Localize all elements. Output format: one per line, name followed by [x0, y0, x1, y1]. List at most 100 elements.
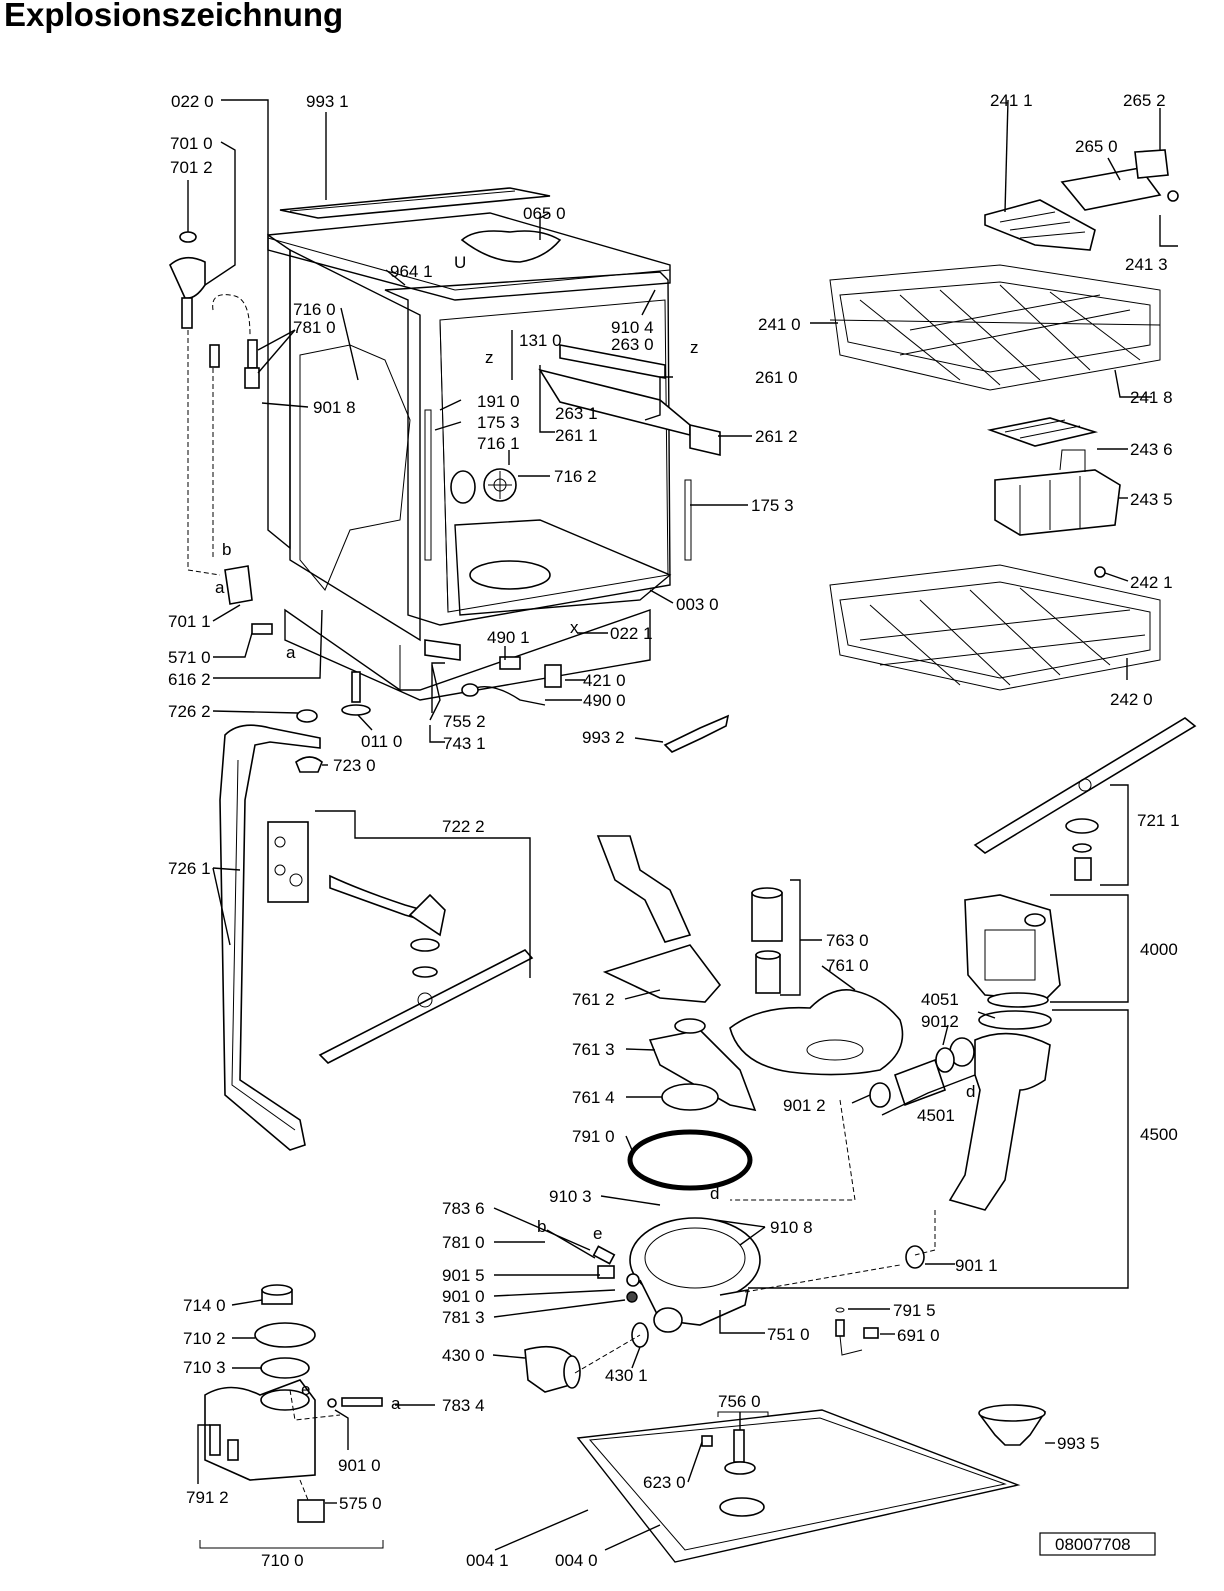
label-901-2: 901 2: [783, 1096, 826, 1115]
label-791-0: 791 0: [572, 1127, 615, 1146]
label-714-0: 714 0: [183, 1296, 226, 1315]
label-781-0: 781 0: [293, 318, 336, 337]
label-421-0: 421 0: [583, 671, 626, 690]
label-265-2: 265 2: [1123, 91, 1166, 110]
marker-d1: d: [710, 1184, 719, 1203]
connection-markers: z z x U a a a b b d d e e: [215, 253, 975, 1413]
label-723-0: 723 0: [333, 756, 376, 775]
label-575-0: 575 0: [339, 1494, 382, 1513]
label-011-0: 011 0: [361, 732, 402, 751]
label-993-5: 993 5: [1057, 1434, 1100, 1453]
label-710-3: 710 3: [183, 1358, 226, 1377]
label-761-2: 761 2: [572, 990, 615, 1009]
label-241-0: 241 0: [758, 315, 801, 334]
label-710-2: 710 2: [183, 1329, 226, 1348]
label-261-0: 261 0: [755, 368, 798, 387]
marker-a1: a: [215, 578, 225, 597]
marker-x: x: [570, 618, 579, 637]
label-4501: 4501: [917, 1106, 955, 1125]
label-701-1: 701 1: [168, 612, 211, 631]
page-title: Explosionszeichnung: [4, 0, 344, 33]
label-263-1: 263 1: [555, 404, 598, 423]
label-722-2: 722 2: [442, 817, 485, 836]
label-9012a: 9012: [921, 1012, 959, 1031]
label-783-6: 783 6: [442, 1199, 485, 1218]
label-243-5: 243 5: [1130, 490, 1173, 509]
label-763-0: 763 0: [826, 931, 869, 950]
label-265-0: 265 0: [1075, 137, 1118, 156]
label-004-1: 004 1: [466, 1551, 509, 1570]
marker-z1: z: [485, 348, 494, 367]
label-430-0: 430 0: [442, 1346, 485, 1365]
label-743-1: 743 1: [443, 734, 486, 753]
label-701-0: 701 0: [170, 134, 213, 153]
label-241-8: 241 8: [1130, 388, 1173, 407]
label-716-2: 716 2: [554, 467, 597, 486]
label-242-0: 242 0: [1110, 690, 1153, 709]
label-241-1: 241 1: [990, 91, 1033, 110]
label-175-3b: 175 3: [751, 496, 794, 515]
marker-d2: d: [966, 1082, 975, 1101]
label-022-0: 022 0: [171, 92, 214, 111]
label-901-8: 901 8: [313, 398, 356, 417]
label-490-1: 490 1: [487, 628, 530, 647]
label-751-0: 751 0: [767, 1325, 810, 1344]
label-721-1: 721 1: [1137, 811, 1180, 830]
label-756-0: 756 0: [718, 1392, 761, 1411]
label-241-3: 241 3: [1125, 255, 1168, 274]
label-261-1: 261 1: [555, 426, 598, 445]
label-003-0: 003 0: [676, 595, 719, 614]
label-065-0: 065 0: [523, 204, 566, 223]
label-726-2: 726 2: [168, 702, 211, 721]
racks-drawing: [829, 149, 1179, 691]
label-964-1: 964 1: [390, 262, 433, 281]
marker-b1: b: [222, 540, 231, 559]
label-761-0: 761 0: [826, 956, 869, 975]
label-243-6: 243 6: [1130, 440, 1173, 459]
label-571-0: 571 0: [168, 648, 211, 667]
label-716-1: 716 1: [477, 434, 520, 453]
label-4500: 4500: [1140, 1125, 1178, 1144]
label-430-1: 430 1: [605, 1366, 648, 1385]
label-791-5: 791 5: [893, 1301, 936, 1320]
label-191-0: 191 0: [477, 392, 520, 411]
marker-u: U: [454, 253, 466, 272]
label-4051: 4051: [921, 990, 959, 1009]
label-781-3: 781 3: [442, 1308, 485, 1327]
water-inlet-drawing: [169, 231, 273, 635]
label-901-1: 901 1: [955, 1256, 998, 1275]
label-783-4: 783 4: [442, 1396, 485, 1415]
label-716-0: 716 0: [293, 300, 336, 319]
label-755-2: 755 2: [443, 712, 486, 731]
label-761-3: 761 3: [572, 1040, 615, 1059]
marker-b2: b: [537, 1217, 546, 1236]
sump-drawing: [524, 717, 1197, 1393]
label-910-8: 910 8: [770, 1218, 813, 1237]
label-022-1: 022 1: [610, 624, 653, 643]
label-726-1: 726 1: [168, 859, 211, 878]
doc-number-box: 08007708: [1039, 1532, 1156, 1556]
leader-lines: [187, 99, 1178, 1551]
label-901-0b: 901 0: [338, 1456, 381, 1475]
label-701-2: 701 2: [170, 158, 213, 177]
marker-e2: e: [301, 1380, 310, 1399]
label-710-0: 710 0: [261, 1551, 304, 1570]
label-261-2: 261 2: [755, 427, 798, 446]
label-910-3: 910 3: [549, 1187, 592, 1206]
label-993-2: 993 2: [582, 728, 625, 747]
label-242-1: 242 1: [1130, 573, 1173, 592]
label-175-3a: 175 3: [477, 413, 520, 432]
water-softener-drawing: [204, 656, 1047, 1563]
label-4000: 4000: [1140, 940, 1178, 959]
label-901-0: 901 0: [442, 1287, 485, 1306]
marker-a2: a: [286, 643, 296, 662]
label-901-5: 901 5: [442, 1266, 485, 1285]
label-131-0: 131 0: [519, 331, 562, 350]
label-791-2: 791 2: [186, 1488, 229, 1507]
part-labels: 022 0 993 1 701 0 701 2 065 0 964 1 716 …: [168, 91, 1180, 1570]
marker-z2: z: [690, 338, 699, 357]
label-263-0: 263 0: [611, 335, 654, 354]
label-993-1: 993 1: [306, 92, 349, 111]
doc-number: 08007708: [1055, 1535, 1131, 1554]
